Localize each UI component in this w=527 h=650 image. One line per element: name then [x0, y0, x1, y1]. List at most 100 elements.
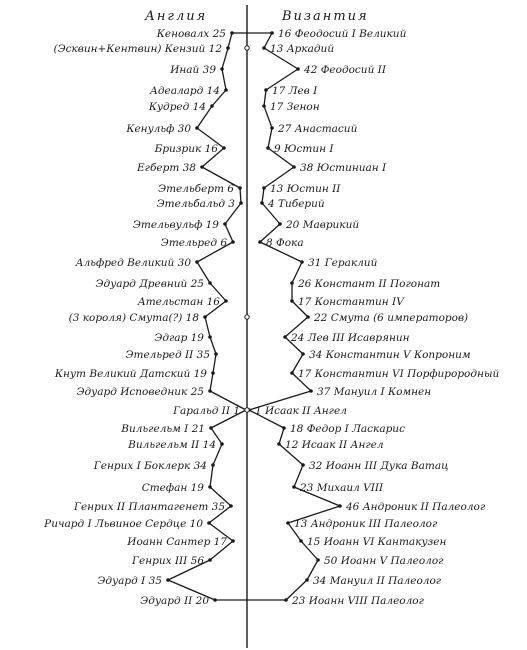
byzantium-segment — [291, 353, 304, 374]
byzantium-point — [278, 222, 282, 226]
byzantium-ruler-label: 23 Михаил VIII — [299, 482, 384, 494]
england-point — [224, 299, 228, 303]
england-ruler-label: Иоанн Сантер 17 — [126, 536, 227, 548]
byzantium-point — [286, 521, 290, 525]
england-ruler-label: Этельред II 35 — [125, 349, 210, 361]
byzantium-point — [262, 104, 266, 108]
header-byzantium: Византия — [281, 9, 369, 24]
england-ruler-label: Стефан 19 — [142, 482, 205, 494]
england-point — [222, 146, 226, 150]
england-ruler-label: Кудред 14 — [148, 101, 206, 113]
england-ruler-label: Егберт 38 — [136, 162, 196, 174]
byzantium-point — [306, 315, 310, 319]
byzantium-point — [283, 335, 287, 339]
england-segment — [204, 316, 211, 338]
byzantium-ruler-label: 8 Фока — [266, 237, 304, 249]
england-segment — [239, 187, 242, 204]
england-segment — [209, 372, 214, 392]
england-segment — [212, 353, 217, 374]
byzantium-point — [309, 389, 313, 393]
byzantium-ruler-label: 37 Мануил I Комнен — [317, 386, 431, 398]
england-ruler-label: Альфред Великий 30 — [75, 257, 192, 269]
england-ruler-label: Инай 39 — [169, 64, 216, 76]
england-point — [220, 67, 224, 71]
england-segment — [224, 223, 234, 243]
england-ruler-label: Генрих III 56 — [131, 555, 204, 567]
england-ruler-label: (Эсквин+Кентвин) Кензий 12 — [53, 43, 222, 55]
england-segment — [167, 579, 216, 601]
byzantium-ruler-label: 13 Андроник III Палеолог — [294, 518, 438, 530]
england-segment — [201, 166, 241, 189]
byzantium-ruler-label: 12 Исаак II Ангел — [285, 439, 384, 451]
byzantium-ruler-label: 31 Гераклий — [308, 257, 378, 269]
byzantium-segment — [261, 187, 265, 204]
england-graph: Кеновалх 25(Эсквин+Кентвин) Кензий 12Ина… — [43, 28, 248, 607]
byzantium-point — [296, 67, 300, 71]
header-england: Англия — [144, 9, 207, 24]
england-segment — [208, 522, 234, 542]
england-point — [208, 335, 212, 339]
england-ruler-label: Этельбальд 3 — [157, 198, 236, 210]
england-point — [224, 88, 228, 92]
byzantium-ruler-label: 1 Исаак II Ангел — [255, 405, 347, 417]
england-ruler-label: Эдуард I 35 — [97, 575, 162, 587]
england-segment — [208, 505, 232, 524]
england-ruler-label: Генрих II Плантагенет 35 — [73, 501, 225, 513]
england-point — [208, 281, 212, 285]
england-segment — [212, 443, 223, 466]
england-segment — [201, 147, 225, 168]
byzantium-point — [338, 504, 342, 508]
england-point — [226, 46, 230, 50]
byzantium-segment — [263, 105, 273, 129]
england-point — [239, 201, 243, 205]
byzantium-point — [262, 46, 266, 50]
axis-marker — [244, 407, 250, 413]
england-ruler-label: Вильгельм I 21 — [120, 423, 205, 435]
england-point — [208, 485, 212, 489]
byzantium-ruler-label: 46 Андроник II Палеолог — [345, 501, 486, 513]
england-point — [200, 165, 204, 169]
byzantium-ruler-label: 32 Иоанн III Дука Ватац — [309, 460, 448, 472]
england-ruler-label: Кнут Великий Датский 19 — [54, 368, 207, 380]
england-ruler-label: Эдгар 19 — [154, 332, 204, 344]
byzantium-ruler-label: 23 Иоанн VIII Палеолог — [291, 595, 425, 607]
byzantium-ruler-label: 17 Константин VI Порфирородный — [298, 368, 500, 380]
byzantium-point — [277, 442, 281, 446]
byzantium-segment — [263, 166, 295, 189]
england-point — [208, 558, 212, 562]
england-ruler-label: Эдуард Древний 25 — [96, 278, 205, 290]
england-segment — [209, 540, 234, 561]
england-point — [210, 104, 214, 108]
england-segment — [224, 202, 242, 225]
england-point — [195, 126, 199, 130]
byzantium-segment — [278, 427, 285, 445]
byzantium-point — [292, 165, 296, 169]
byzantium-point — [290, 371, 294, 375]
byzantium-segment — [300, 540, 319, 561]
byzantium-segment — [263, 89, 267, 107]
byzantium-point — [292, 485, 296, 489]
england-point — [208, 389, 212, 393]
byzantium-point — [270, 126, 274, 130]
england-point — [223, 222, 227, 226]
england-ruler-label: Кенульф 30 — [125, 123, 191, 135]
byzantium-point — [301, 463, 305, 467]
england-point — [231, 539, 235, 543]
england-point — [195, 260, 199, 264]
byzantium-point — [262, 186, 266, 190]
byzantium-ruler-label: 15 Иоанн VI Кантакузен — [307, 536, 446, 548]
byzantium-point — [264, 88, 268, 92]
england-point — [166, 578, 170, 582]
england-segment — [210, 409, 247, 429]
byzantium-ruler-label: 42 Феодосий II — [303, 64, 387, 76]
byzantium-ruler-label: 4 Тиберий — [267, 198, 325, 210]
england-segment — [209, 282, 227, 302]
byzantium-segment — [263, 47, 299, 70]
england-segment — [221, 68, 227, 91]
byzantium-point — [299, 539, 303, 543]
byzantium-segment — [278, 443, 304, 466]
england-ruler-label: Генрих I Боклерк 34 — [93, 460, 207, 472]
byzantium-point — [270, 31, 274, 35]
england-segment — [209, 486, 232, 507]
byzantium-ruler-label: 9 Юстин I — [274, 143, 334, 155]
